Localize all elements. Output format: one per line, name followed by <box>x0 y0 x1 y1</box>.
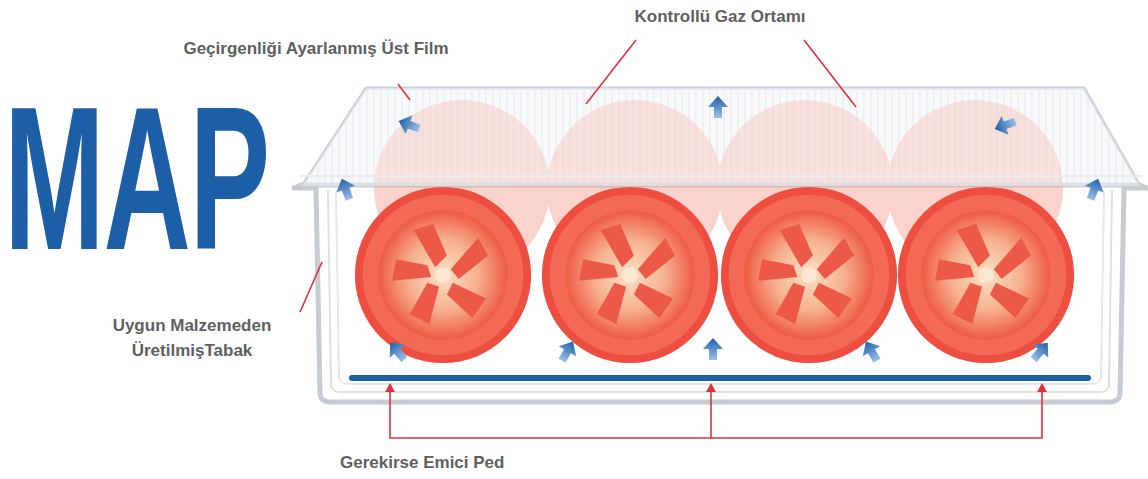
gas-label: Kontrollü Gaz Ortamı <box>590 4 850 29</box>
title-text: MAP <box>4 75 269 280</box>
pad-label: Gerekirse Emici Ped <box>340 450 640 475</box>
film-label: Geçirgenliği Ayarlanmış Üst Film <box>180 36 452 61</box>
tray-label: Uygun Malzemeden ÜretilmişTabak <box>70 313 314 363</box>
